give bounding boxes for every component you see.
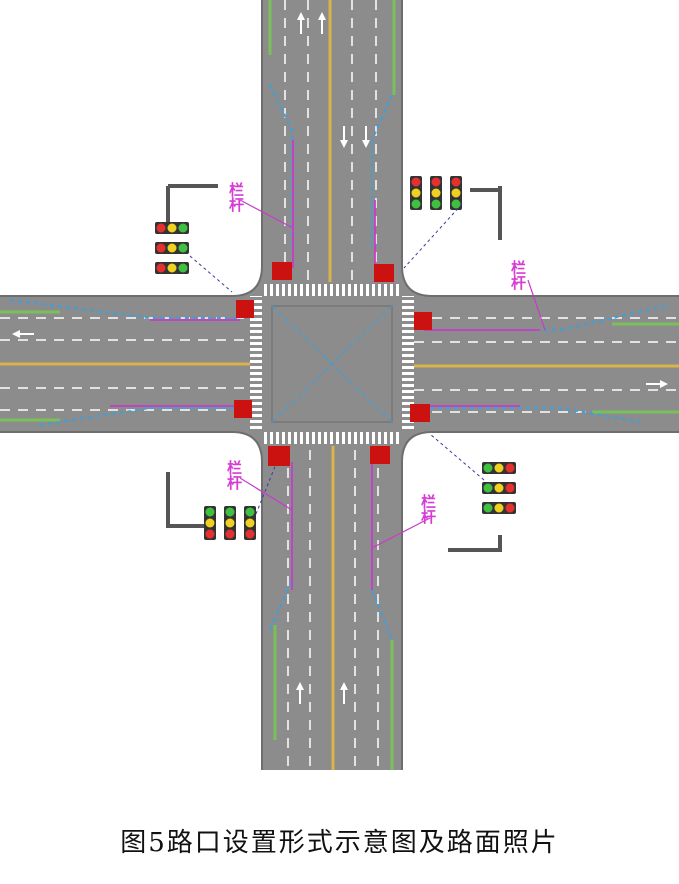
barrier-label-sw: 栏杆 [225,459,243,491]
crosswalk-icon [250,284,414,444]
green-medians [0,0,679,770]
barrier-lines [110,140,540,590]
traffic-light-icon [155,176,516,540]
intersection-diagram: 栏杆 栏杆 栏杆 栏杆 [0,0,679,770]
road-surface [0,0,679,770]
signal-poles [166,184,502,552]
signal-connectors [189,203,485,515]
center-lines [0,0,679,770]
intersection-box [271,305,393,423]
lane-arrow-icon [12,12,668,704]
figure-caption: 图5路口设置形式示意图及路面照片 [120,828,559,858]
barrier-label-se: 栏杆 [419,493,437,525]
label-leaders [239,199,546,549]
red-markers [234,262,432,466]
barrier-label-ne: 栏杆 [509,259,527,291]
barrier-label-nw: 栏杆 [227,181,245,213]
